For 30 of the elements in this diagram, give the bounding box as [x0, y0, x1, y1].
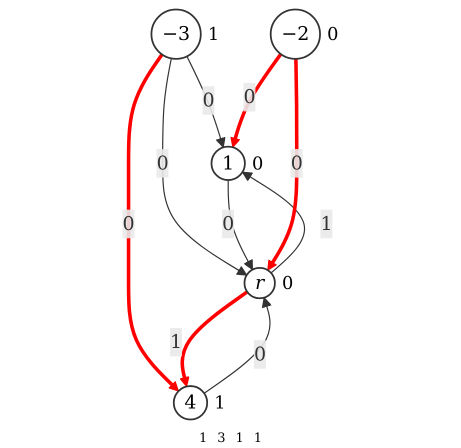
arrow — [186, 56, 226, 148]
edge-label: 0 — [156, 151, 169, 174]
node-circle: −2 — [270, 8, 321, 60]
capacity-label: 1 — [198, 431, 208, 446]
node-annotation: 1 — [214, 392, 226, 414]
node-annotation: 0 — [252, 153, 264, 174]
edge-label: 1 — [170, 330, 182, 353]
edge-label: 0 — [290, 151, 303, 174]
capacity-label: 1 — [254, 431, 262, 446]
node-circle: 1 — [210, 146, 246, 181]
node-circle: r — [244, 266, 276, 300]
arrow — [126, 53, 179, 392]
edge-label: 0 — [254, 342, 266, 366]
node-annotation: 0 — [282, 273, 294, 294]
node-annotation: 1 — [208, 24, 220, 46]
node-annotation: 0 — [327, 24, 338, 46]
edge-label: 0 — [243, 85, 256, 108]
edge-label: 0 — [222, 212, 234, 235]
node-circle: −3 — [150, 8, 202, 60]
capacity-label: 3 — [217, 431, 226, 446]
node-circle: 4 — [172, 385, 208, 420]
arrow — [204, 297, 272, 394]
arrow — [162, 58, 248, 276]
capacity-label: 1 — [236, 431, 244, 446]
arrow — [242, 172, 306, 274]
edge-label: 1 — [320, 212, 333, 235]
edge-label: 0 — [202, 88, 215, 112]
arrow — [179, 290, 248, 387]
arrow — [230, 53, 282, 148]
edge-label: 0 — [122, 212, 135, 235]
